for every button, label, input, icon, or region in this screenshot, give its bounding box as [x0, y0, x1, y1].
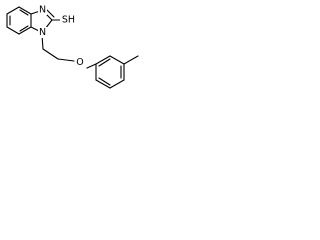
double-bond — [46, 9, 55, 18]
atom-label-o: O — [76, 57, 83, 68]
double-bond — [19, 25, 29, 32]
bond — [18, 6, 32, 15]
o-aryl-bond — [86, 63, 97, 69]
bond — [95, 55, 111, 65]
bond — [18, 26, 32, 35]
atom-background — [38, 4, 47, 15]
bond — [6, 26, 20, 35]
double-bond — [98, 77, 111, 86]
tolyl-ring — [95, 55, 125, 89]
double-bond — [98, 58, 111, 67]
atom-label-n1: N — [39, 27, 46, 38]
bond — [42, 48, 59, 60]
bond — [6, 6, 20, 15]
ethyl-linker — [41, 34, 75, 62]
benzo-ring — [6, 6, 32, 35]
atom-background — [38, 27, 47, 38]
methyl-bond — [123, 55, 139, 65]
bond — [109, 55, 125, 65]
atom-background — [60, 14, 77, 26]
bond — [109, 79, 125, 89]
bond — [57, 58, 75, 62]
atom-label-n3: N — [39, 5, 46, 16]
double-bond — [19, 9, 29, 16]
bond — [30, 26, 40, 32]
bond — [95, 79, 111, 89]
atom-background — [75, 57, 85, 68]
chemical-structure: N N SH O — [6, 4, 139, 89]
atom-label-sh: SH — [62, 15, 75, 26]
